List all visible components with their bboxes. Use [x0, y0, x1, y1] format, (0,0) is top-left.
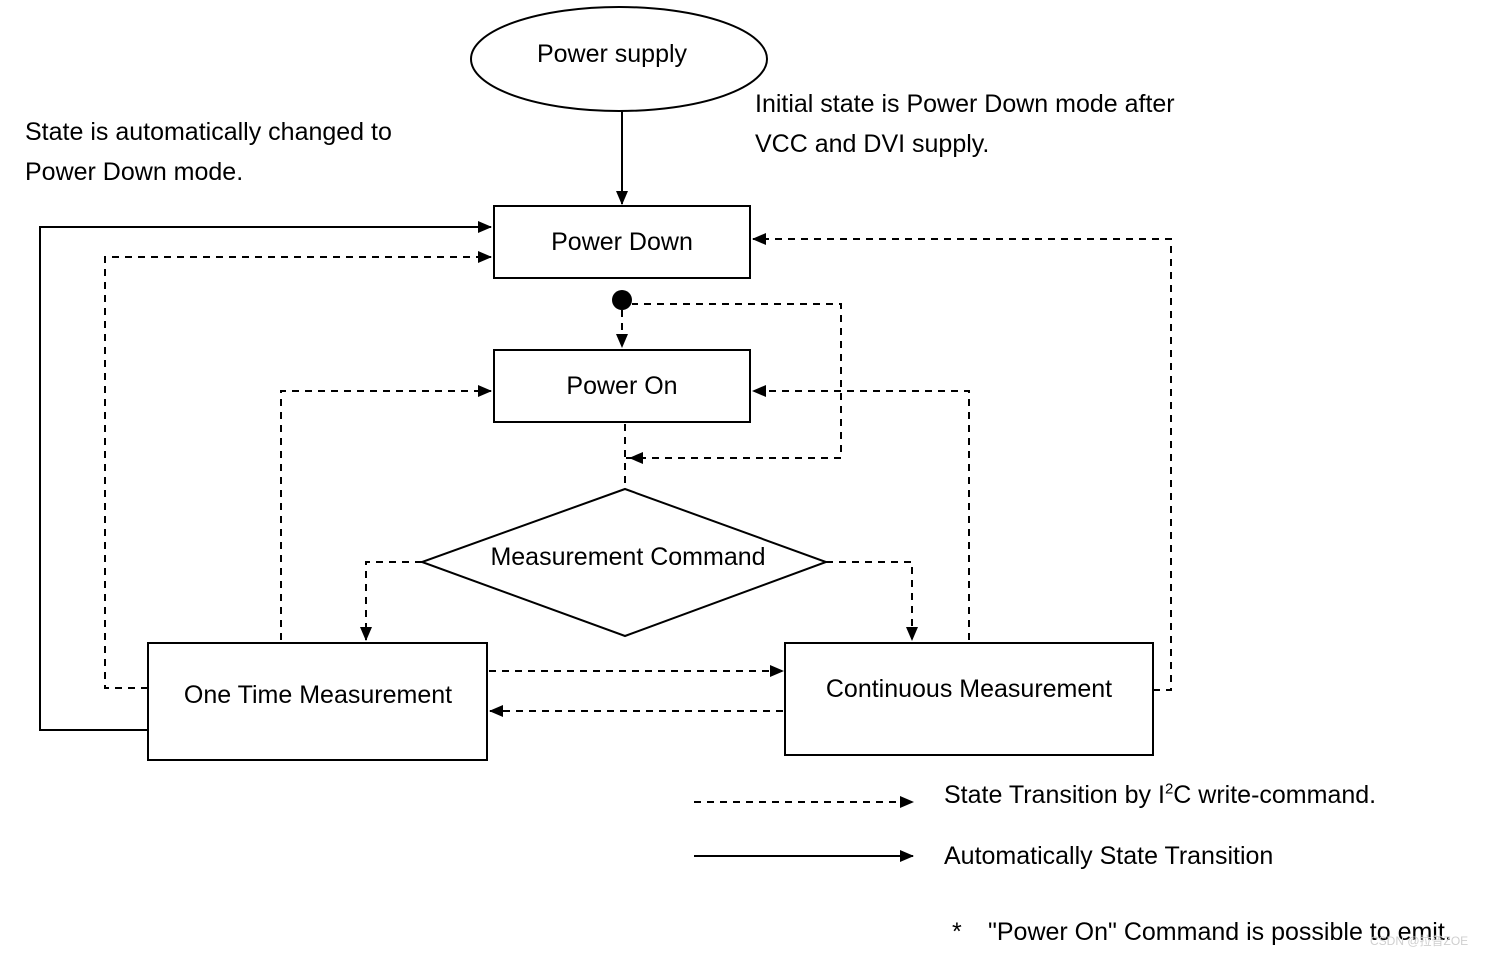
annotation-auto-change-line1: State is automatically changed to — [25, 118, 392, 146]
edge-one-time-auto-to-power-down — [39, 221, 492, 731]
edge-continuous-to-power-on — [752, 385, 970, 640]
node-power-down-label: Power Down — [551, 228, 693, 256]
node-power-on: Power On — [493, 349, 751, 423]
node-power-on-label: Power On — [566, 372, 677, 400]
annotation-auto-change-line2: Power Down mode. — [25, 158, 244, 186]
edge-one-time-to-power-on — [280, 385, 492, 640]
legend-dashed-label: State Transition by I2C write-command. — [944, 775, 1376, 815]
annotation-initial-state-line2: VCC and DVI supply. — [755, 130, 990, 158]
legend-dashed-prefix: State Transition by I — [944, 781, 1165, 809]
legend-dashed-suffix: C write-command. — [1173, 781, 1377, 809]
power-on-command-junction-dot — [612, 290, 632, 310]
node-continuous-measurement: Continuous Measurement — [784, 642, 1154, 756]
edge-continuous-to-power-down — [752, 233, 1172, 691]
node-measurement-command-label: Measurement Command — [490, 543, 765, 571]
node-power-down: Power Down — [493, 205, 751, 279]
footnote-marker: * — [952, 918, 962, 946]
watermark: CSDN @拉普ZOE — [1370, 934, 1469, 948]
edge-command-to-continuous — [826, 561, 918, 641]
node-one-time-measurement-label: One Time Measurement — [184, 681, 452, 709]
node-power-supply: Power supply — [470, 6, 768, 112]
node-continuous-measurement-label: Continuous Measurement — [826, 675, 1112, 703]
node-measurement-command: Measurement Command — [419, 487, 829, 638]
edge-one-time-to-power-down — [104, 251, 492, 689]
edge-command-to-one-time — [360, 561, 422, 641]
legend-dashed-superscript: 2 — [1164, 780, 1174, 798]
node-one-time-measurement: One Time Measurement — [147, 642, 488, 761]
node-power-supply-label: Power supply — [537, 40, 688, 68]
annotation-initial-state-line1: Initial state is Power Down mode after — [755, 90, 1175, 118]
footnote-text: "Power On" Command is possible to emit. — [988, 918, 1452, 946]
legend-solid-label: Automatically State Transition — [944, 842, 1274, 870]
